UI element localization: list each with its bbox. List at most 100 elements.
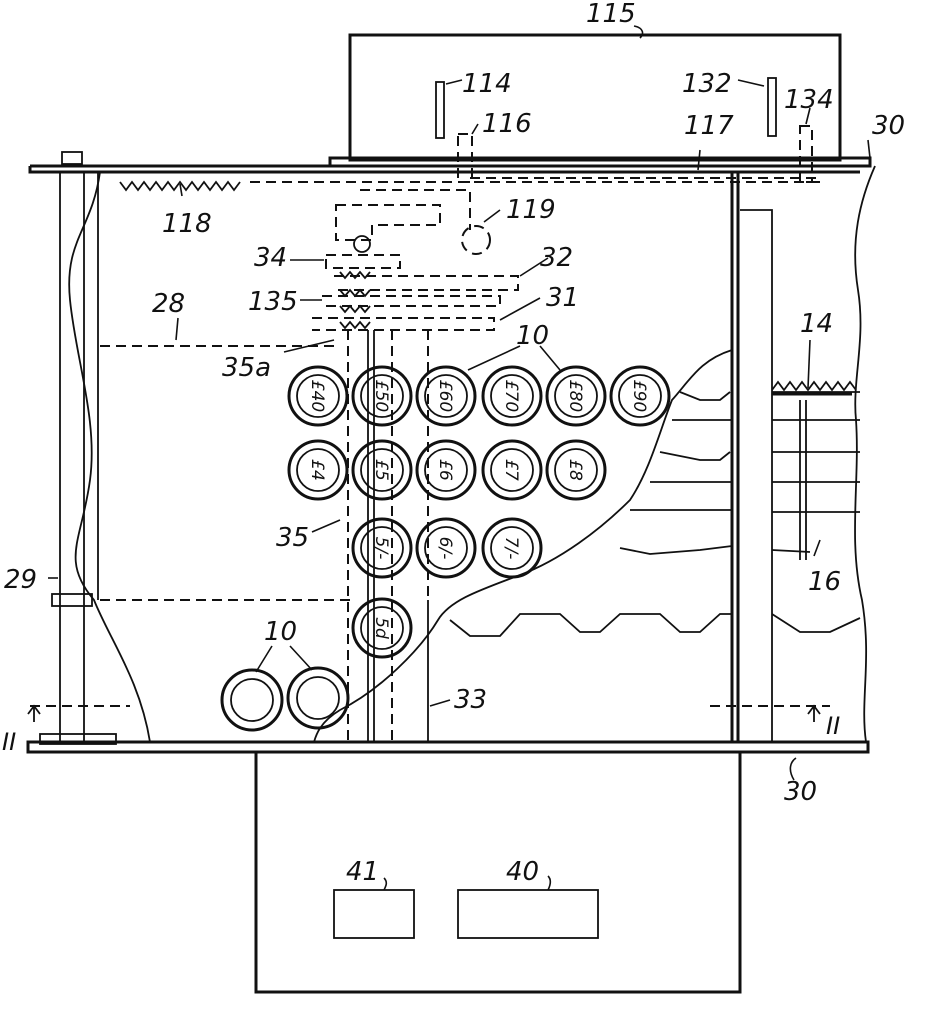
coin-denomination: £70 [501,380,521,412]
top-housing-115 [348,33,842,162]
right-guide [740,209,773,742]
label-28: 28 [152,289,185,319]
coin-rim [351,439,413,501]
mechanism-34 [335,204,441,241]
coin: £4 [287,439,349,501]
pivot-119 [461,225,491,255]
coin-rim [351,517,413,579]
label-114: 114 [462,69,512,99]
coin: £90 [609,365,671,427]
loose-coin-1-inner [230,678,274,722]
label-33: 33 [454,685,487,715]
chute-inner [367,330,375,742]
top-bolt [61,151,83,165]
label-16: 16 [808,567,841,597]
coin: 5/- [351,517,413,579]
coin-denomination: £80 [565,380,585,412]
coin-rim [415,517,477,579]
stack-135 [339,270,371,330]
mechanism-34b [325,254,401,269]
label-30-top: 30 [872,111,905,141]
coin-rim [287,365,349,427]
coin-denomination: 7/- [501,537,521,560]
label-132: 132 [682,69,732,99]
coin-face [554,374,598,418]
right-panel [730,172,740,742]
spring-118 [119,180,241,192]
coin-denomination: £90 [629,380,649,412]
display-41 [333,889,415,939]
coin: 6/- [415,517,477,579]
pin-34 [353,235,371,253]
coin-face [360,448,404,492]
coin: £50 [351,365,413,427]
coin-rim [609,365,671,427]
label-40: 40 [506,857,539,887]
coin-face [360,526,404,570]
coin-rim [415,439,477,501]
coin: 7/- [481,517,543,579]
part-116 [457,133,473,183]
coin: £7 [481,439,543,501]
leader-lines [48,25,871,891]
part-134 [799,125,813,183]
label-30-bottom: 30 [784,777,817,807]
label-41: 41 [346,857,379,887]
right-broken-edge [854,165,876,743]
label-29: 29 [4,565,37,595]
coin-rim [481,365,543,427]
coin-face [490,374,534,418]
spring-14 [771,380,857,392]
label-135: 135 [248,287,298,317]
coin-rim [545,439,607,501]
coin-denomination: £60 [435,380,455,412]
label-31: 31 [546,283,579,313]
label-35a: 35a [222,353,271,383]
coin-rim [545,365,607,427]
coin: £6 [415,439,477,501]
coin-face [554,448,598,492]
left-column-collar [51,593,93,607]
label-118: 118 [162,209,212,239]
section-arrow-left [27,704,41,722]
loose-coin-2-inner [296,676,340,720]
left-column [59,172,85,742]
label-134: 134 [784,85,834,115]
coin-rim [287,439,349,501]
label-116: 116 [482,109,532,139]
display-40 [457,889,599,939]
coin-face [360,374,404,418]
coin-rim [481,439,543,501]
coin: £60 [415,365,477,427]
coin-face [296,374,340,418]
plate-135 [322,295,501,307]
coin: £5 [351,439,413,501]
label-119: 119 [506,195,556,225]
mechanism-lever [360,189,471,230]
coin-denomination: £6 [435,459,455,481]
coin-denomination: £4 [307,459,327,481]
left-column-foot [39,733,117,745]
part-114 [435,81,445,139]
section-label-right: II [826,712,840,740]
coin-face [490,526,534,570]
coin-denomination: £50 [371,380,391,412]
coin-face [424,526,468,570]
coin-face [424,448,468,492]
coin-rim [351,365,413,427]
coins-layer: £40£50£60£70£80£90£4£5£6£7£85/-6/-7/-5d [287,365,671,659]
label-115: 115 [586,0,636,29]
plate-31 [312,317,495,331]
coin: £80 [545,365,607,427]
coin-rim [481,517,543,579]
coin-denomination: 5/- [371,537,391,560]
coin-denomination: £7 [501,459,521,481]
coin-face [424,374,468,418]
label-14: 14 [800,309,833,339]
label-10-bottom: 10 [264,617,297,647]
coin-rim [415,365,477,427]
coin-face [490,448,534,492]
coin: £8 [545,439,607,501]
section-label-left: II [2,728,16,756]
bottom-housing [254,750,742,994]
